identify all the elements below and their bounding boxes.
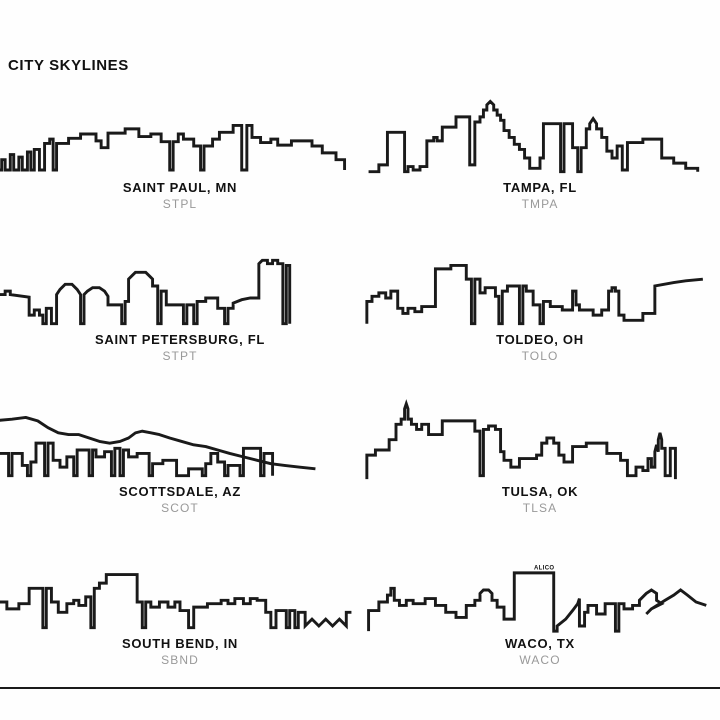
city-code: WACO bbox=[519, 653, 561, 667]
skyline-cell[interactable]: SCOTTSDALE, AZ SCOT bbox=[0, 386, 360, 538]
tulsa-skyline-svg bbox=[365, 399, 677, 480]
city-name: SCOTTSDALE, AZ bbox=[119, 484, 241, 499]
skyline-illustration bbox=[0, 538, 360, 638]
skyline-outline-path bbox=[0, 258, 292, 326]
skyline-row: SCOTTSDALE, AZ SCOT TULSA, OK TLSA bbox=[0, 386, 720, 538]
scottsdale-skyline-svg bbox=[0, 415, 316, 478]
city-name: SAINT PAUL, MN bbox=[122, 180, 238, 195]
skyline-illustration bbox=[0, 234, 360, 334]
skyline-cell[interactable]: SOUTH BEND, IN SBND bbox=[0, 538, 360, 690]
skyline-row: SAINT PETERSBURG, FL STPT TOLDEO, OH TOL… bbox=[0, 234, 720, 386]
skyline-caption: TULSA, OK TLSA bbox=[360, 483, 720, 516]
skyline-caption: SAINT PAUL, MN STPL bbox=[0, 179, 360, 212]
tampa-skyline-svg bbox=[368, 99, 700, 174]
bottom-divider bbox=[0, 687, 720, 689]
skyline-cell[interactable]: SAINT PETERSBURG, FL STPT bbox=[0, 234, 360, 386]
skyline-caption: TAMPA, FL TMPA bbox=[360, 179, 720, 212]
saint-petersburg-skyline-svg bbox=[0, 258, 292, 326]
city-code: SCOT bbox=[161, 501, 199, 515]
skyline-outline-path bbox=[368, 99, 700, 174]
skyline-outline-path-2 bbox=[0, 441, 275, 478]
skyline-outline-path bbox=[0, 573, 352, 630]
skyline-illustration bbox=[360, 386, 720, 486]
skyline-caption: SCOTTSDALE, AZ SCOT bbox=[0, 483, 360, 516]
skyline-illustration: ALICO bbox=[360, 538, 720, 638]
skyline-illustration bbox=[360, 82, 720, 182]
skyline-outline-path bbox=[367, 571, 707, 633]
south-bend-skyline-svg bbox=[0, 573, 352, 630]
city-code: TLSA bbox=[522, 501, 558, 515]
city-code: STPT bbox=[162, 349, 198, 363]
city-name: SAINT PETERSBURG, FL bbox=[94, 332, 265, 347]
skyline-cell[interactable]: TOLDEO, OH TOLO bbox=[360, 234, 720, 386]
saint-paul-skyline-svg bbox=[0, 123, 347, 172]
city-name: SOUTH BEND, IN bbox=[122, 636, 238, 651]
city-name: TULSA, OK bbox=[501, 484, 579, 499]
skyline-cell[interactable]: ALICO WACO, TX WACO bbox=[360, 538, 720, 690]
waco-skyline-svg: ALICO bbox=[367, 565, 707, 633]
skyline-outline-path bbox=[365, 263, 704, 326]
skyline-illustration bbox=[0, 386, 360, 486]
skyline-illustration bbox=[360, 234, 720, 334]
skyline-caption: TOLDEO, OH TOLO bbox=[360, 331, 720, 364]
city-code: TMPA bbox=[521, 197, 559, 211]
city-name: TOLDEO, OH bbox=[496, 332, 584, 347]
skyline-illustration bbox=[0, 82, 360, 182]
city-code: SBND bbox=[161, 653, 199, 667]
city-name: WACO, TX bbox=[505, 636, 575, 651]
page-title: CITY SKYLINES bbox=[8, 57, 129, 74]
skyline-caption: SAINT PETERSBURG, FL STPT bbox=[0, 331, 360, 364]
skyline-caption: WACO, TX WACO bbox=[360, 635, 720, 668]
skyline-cell[interactable]: TAMPA, FL TMPA bbox=[360, 82, 720, 234]
skyline-row: SAINT PAUL, MN STPL TAMPA, FL TMPA bbox=[0, 82, 720, 234]
skyline-outline-path bbox=[0, 123, 347, 172]
skyline-outline-path bbox=[365, 399, 677, 480]
alico-tower-label: ALICO bbox=[534, 565, 554, 571]
skyline-row: SOUTH BEND, IN SBND ALICO WACO, TX WACO bbox=[0, 538, 720, 690]
skylines-grid: SAINT PAUL, MN STPL TAMPA, FL TMPA bbox=[0, 82, 720, 690]
skyline-mountain-ridge-path bbox=[0, 415, 316, 471]
toledo-skyline-svg bbox=[365, 263, 704, 326]
skyline-cell[interactable]: SAINT PAUL, MN STPL bbox=[0, 82, 360, 234]
city-code: STPL bbox=[162, 197, 198, 211]
city-name: TAMPA, FL bbox=[503, 180, 577, 195]
skyline-caption: SOUTH BEND, IN SBND bbox=[0, 635, 360, 668]
city-code: TOLO bbox=[521, 349, 559, 363]
skyline-cell[interactable]: TULSA, OK TLSA bbox=[360, 386, 720, 538]
